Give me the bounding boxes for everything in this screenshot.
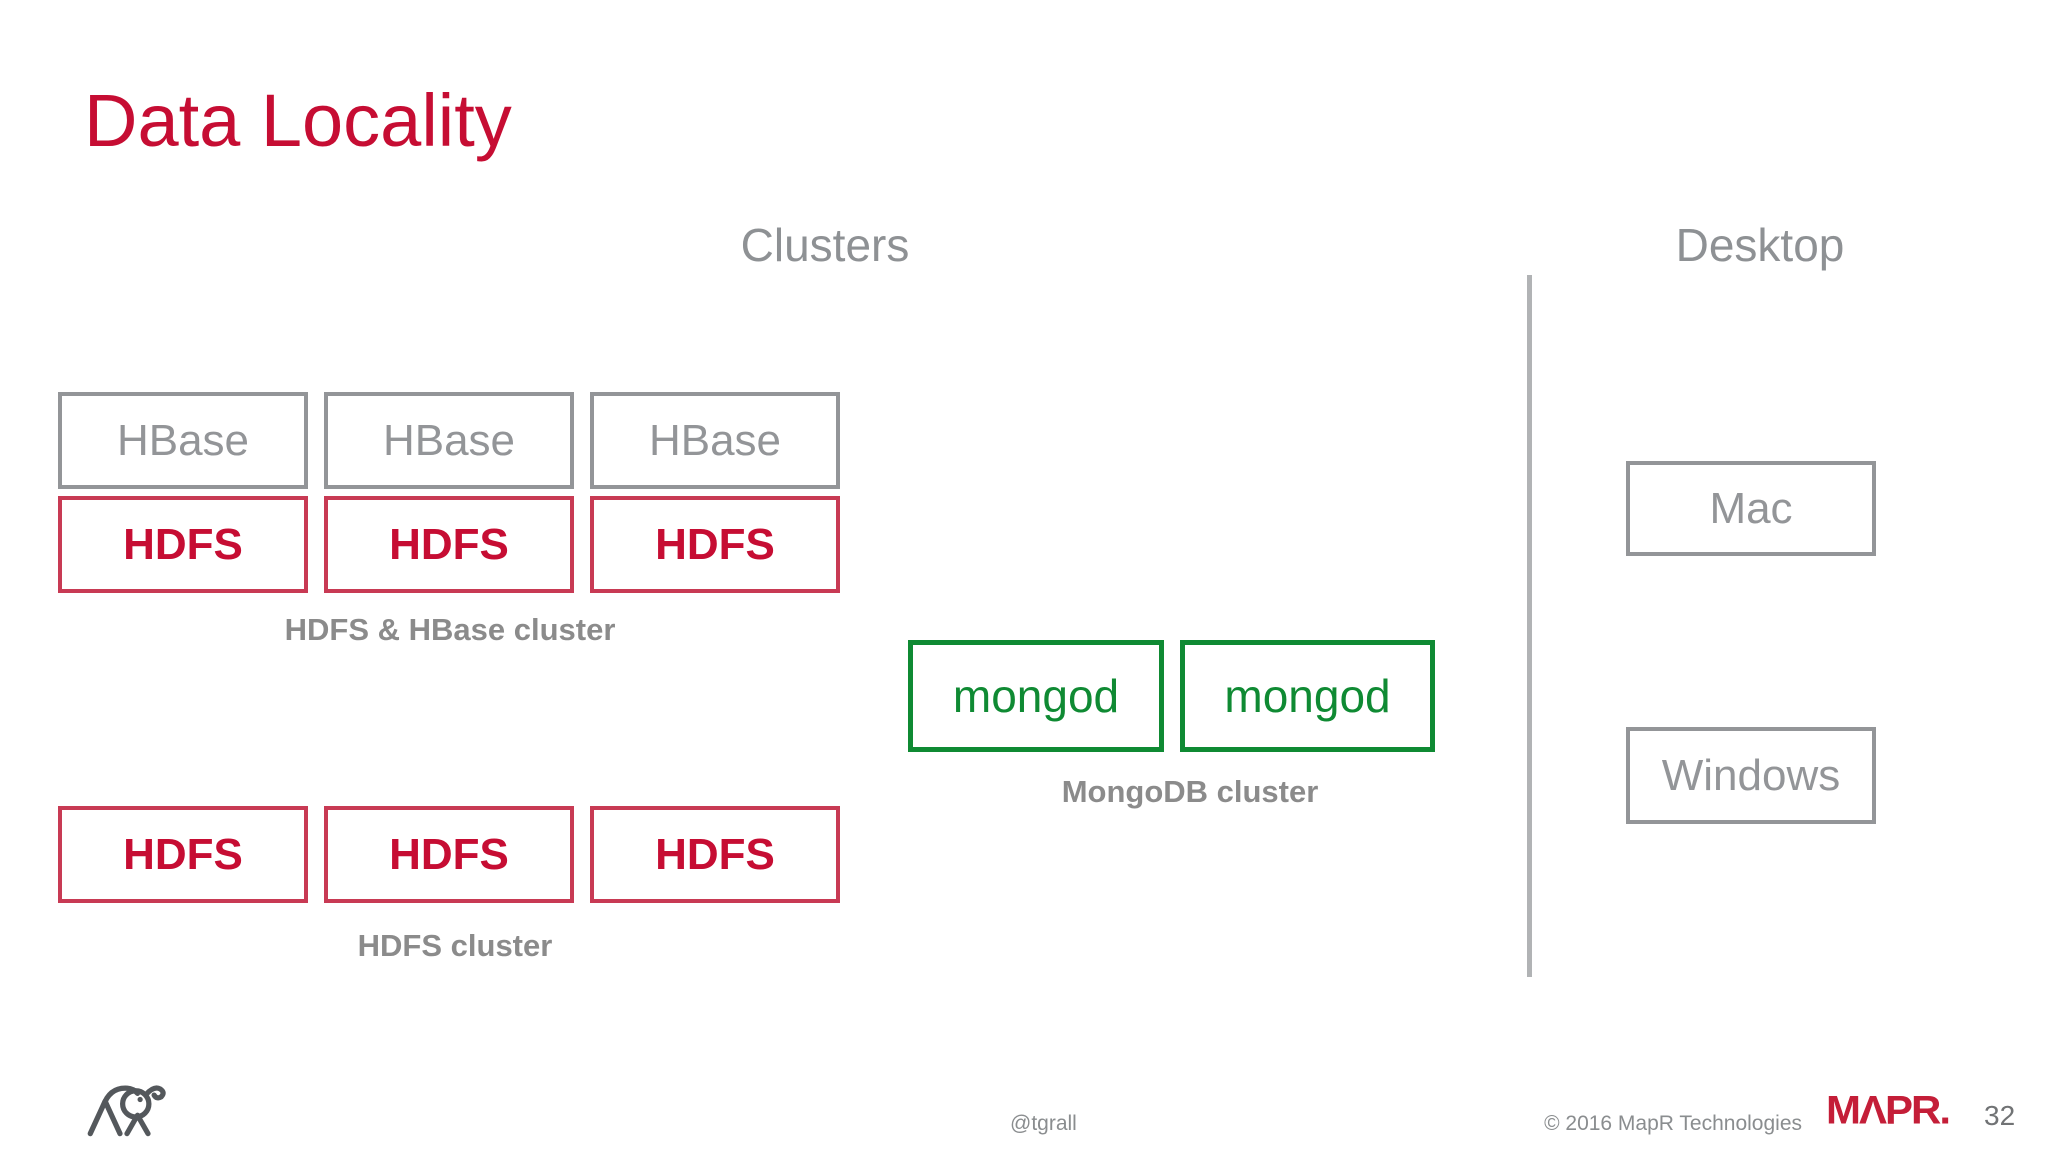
mongod-node: mongod: [908, 640, 1164, 752]
hdfs-hbase-cluster-label: HDFS & HBase cluster: [284, 612, 616, 647]
hbase-node: HBase: [58, 392, 308, 489]
hdfs-cluster-label: HDFS cluster: [357, 928, 553, 963]
copyright-text: © 2016 MapR Technologies: [1544, 1112, 1802, 1135]
hbase-node: HBase: [590, 392, 840, 489]
mongod-node: mongod: [1180, 640, 1435, 752]
section-divider: [1527, 275, 1532, 977]
clusters-heading: Clusters: [740, 219, 910, 271]
page-title: Data Locality: [84, 79, 512, 162]
hdfs-node: HDFS: [590, 806, 840, 903]
hdfs-node: HDFS: [58, 806, 308, 903]
page-number: 32: [1984, 1100, 2016, 1131]
hdfs-node: HDFS: [58, 496, 308, 593]
hdfs-node: HDFS: [590, 496, 840, 593]
twitter-handle: @tgrall: [1010, 1112, 1077, 1135]
windows-node: Windows: [1626, 727, 1876, 824]
hdfs-node: HDFS: [324, 806, 574, 903]
mac-node: Mac: [1626, 461, 1876, 556]
hbase-node: HBase: [324, 392, 574, 489]
mongodb-cluster-label: MongoDB cluster: [1061, 774, 1319, 809]
hadoop-elephant-icon: [83, 1082, 171, 1138]
mapr-logo: MΛPR.: [1826, 1087, 1951, 1132]
hdfs-node: HDFS: [324, 496, 574, 593]
desktop-heading: Desktop: [1675, 219, 1845, 271]
